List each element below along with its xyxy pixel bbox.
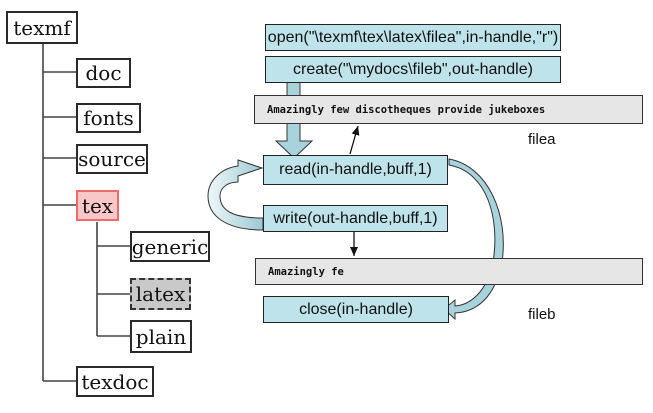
tree-node-tex: tex xyxy=(76,190,119,221)
read-call-box: read(in-handle,buff,1) xyxy=(263,155,448,185)
fileb-label: fileb xyxy=(528,306,556,323)
tree-node-fonts: fonts xyxy=(76,103,141,133)
create-call-box: create("\mydocs\fileb",out-handle) xyxy=(265,56,561,83)
tree-node-doc: doc xyxy=(76,58,131,88)
close-call-box: close(in-handle) xyxy=(263,296,449,323)
tree-node-texmf: texmf xyxy=(6,11,78,44)
tree-node-texdoc: texdoc xyxy=(76,366,154,397)
filea-label: filea xyxy=(528,131,556,148)
loop-band-arrow xyxy=(207,159,264,231)
tree-node-latex: latex xyxy=(130,278,191,310)
filea-contents: Amazingly few discotheques provide jukeb… xyxy=(254,95,643,124)
read-to-filea-arrow xyxy=(349,125,360,155)
write-call-box: write(out-handle,buff,1) xyxy=(263,205,448,232)
tree-lines xyxy=(42,44,130,382)
tree-node-plain: plain xyxy=(130,320,192,353)
open-call-box: open("\texmf\tex\latex\filea",in-handle,… xyxy=(265,24,561,51)
tree-node-generic: generic xyxy=(130,231,210,262)
fileb-contents: Amazingly fe xyxy=(255,258,643,285)
read-to-close-band-arrow xyxy=(443,158,504,321)
tree-node-source: source xyxy=(76,144,148,174)
